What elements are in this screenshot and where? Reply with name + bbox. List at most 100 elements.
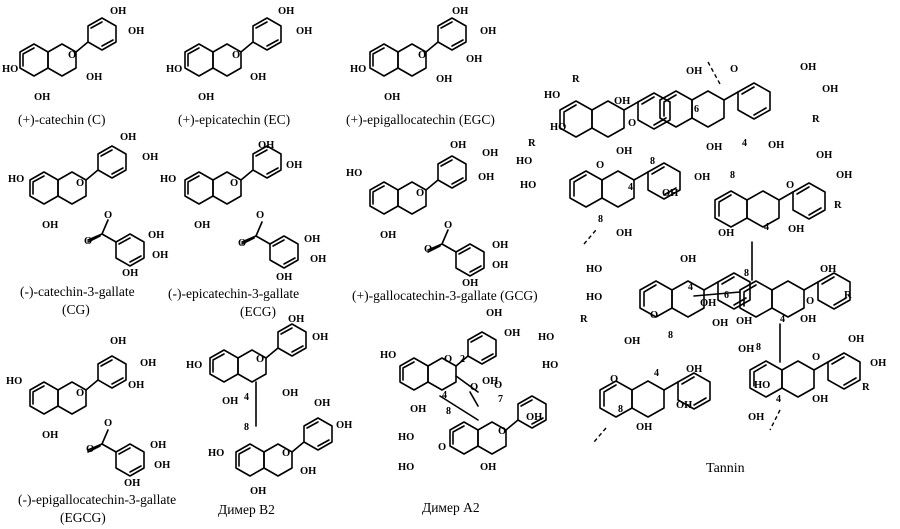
position-4: 4	[764, 222, 769, 233]
atom-o: O	[424, 244, 432, 255]
atom-oh: OH	[768, 140, 784, 151]
atom-o: O	[610, 374, 618, 385]
atom-ho: HO	[186, 360, 202, 371]
caption-cg-line2: (CG)	[62, 302, 90, 317]
atom-oh: OH	[812, 394, 828, 405]
atom-oh: OH	[636, 422, 652, 433]
atom-oh: OH	[410, 404, 426, 415]
atom-o: O	[494, 380, 502, 391]
atom-r: R	[844, 290, 852, 301]
atom-oh: OH	[478, 172, 494, 183]
atom-oh: OH	[526, 412, 542, 423]
atom-oh: OH	[300, 466, 316, 477]
atom-oh: OH	[336, 420, 352, 431]
atom-oh: OH	[788, 224, 804, 235]
position-8: 8	[668, 330, 673, 341]
atom-oh: OH	[462, 278, 478, 289]
atom-oh: OH	[148, 230, 164, 241]
atom-oh: OH	[504, 328, 520, 339]
atom-oh: OH	[694, 172, 710, 183]
atom-oh: OH	[686, 364, 702, 375]
atom-o: O	[444, 220, 452, 231]
atom-oh: OH	[42, 220, 58, 231]
atom-oh: OH	[314, 398, 330, 409]
atom-oh: OH	[436, 74, 452, 85]
atom-oh: OH	[150, 440, 166, 451]
atom-ho: HO	[520, 180, 536, 191]
atom-ho: HO	[166, 64, 182, 75]
atom-oh: OH	[816, 150, 832, 161]
atom-o: O	[650, 310, 658, 321]
position-8: 8	[446, 406, 451, 417]
caption-catechin: (+)-catechin (C)	[18, 112, 105, 127]
atom-oh: OH	[194, 220, 210, 231]
atom-oh: OH	[276, 272, 292, 283]
atom-oh: OH	[122, 268, 138, 279]
atom-oh: OH	[312, 332, 328, 343]
position-8: 8	[744, 268, 749, 279]
atom-o: O	[84, 236, 92, 247]
atom-o: O	[438, 442, 446, 453]
atom-r: R	[812, 114, 820, 125]
atom-oh: OH	[222, 396, 238, 407]
atom-oh: OH	[250, 486, 266, 497]
atom-oh: OH	[486, 308, 502, 319]
atom-oh: OH	[820, 264, 836, 275]
atom-oh: OH	[686, 66, 702, 77]
atom-oh: OH	[870, 358, 886, 369]
atom-o: O	[104, 210, 112, 221]
atom-ho: HO	[160, 174, 176, 185]
atom-r: R	[572, 74, 580, 85]
atom-oh: OH	[706, 142, 722, 153]
atom-o: O	[76, 388, 84, 399]
atom-ho: HO	[542, 360, 558, 371]
atom-oh: OH	[624, 336, 640, 347]
atom-oh: OH	[736, 316, 752, 327]
atom-ho: HO	[586, 292, 602, 303]
atom-oh: OH	[482, 376, 498, 387]
atom-ho: HO	[346, 168, 362, 179]
position-4: 4	[442, 390, 447, 401]
position-6: 6	[724, 290, 729, 301]
atom-oh: OH	[110, 336, 126, 347]
atom-oh: OH	[152, 250, 168, 261]
position-8: 8	[650, 156, 655, 167]
structure-epigallocatechin-3-gallate: OH OH OH HO O O OH O OH OH OH (-)-epigal…	[6, 336, 176, 525]
structure-epicatechin-3-gallate: OH OH HO O O OH O OH OH OH (-)-epicatech…	[160, 140, 326, 319]
position-8: 8	[730, 170, 735, 181]
atom-o: O	[282, 448, 290, 459]
atom-oh: OH	[304, 234, 320, 245]
atom-oh: OH	[662, 188, 678, 199]
atom-oh: OH	[250, 72, 266, 83]
atom-oh: OH	[452, 6, 468, 17]
position-4: 4	[742, 138, 747, 149]
atom-oh: OH	[800, 314, 816, 325]
atom-o: O	[76, 178, 84, 189]
caption-tannin: Tannin	[706, 461, 745, 476]
position-4: 4	[628, 182, 633, 193]
caption-dimer-b2: Димер B2	[218, 502, 275, 517]
atom-o: O	[104, 418, 112, 429]
caption-egcg-line1: (-)-epigallocatechin-3-gallate	[18, 492, 176, 507]
caption-gcg: (+)-gallocatechin-3-gallate (GCG)	[352, 288, 538, 303]
atom-oh: OH	[616, 146, 632, 157]
atom-oh: OH	[480, 462, 496, 473]
atom-oh: OH	[848, 334, 864, 345]
atom-ho: HO	[380, 350, 396, 361]
atom-oh: OH	[492, 240, 508, 251]
atom-oh: OH	[286, 160, 302, 171]
structure-catechin: OH OH HO O OH OH (+)-catechin (C)	[2, 6, 144, 127]
atom-oh: OH	[616, 228, 632, 239]
atom-oh: OH	[738, 344, 754, 355]
atom-oh: OH	[42, 430, 58, 441]
atom-ho: HO	[754, 380, 770, 391]
structure-gallocatechin-3-gallate: OH OH OH HO O O OH O OH OH OH (+)-galloc…	[346, 140, 538, 303]
atom-oh: OH	[258, 140, 274, 151]
position-8: 8	[618, 404, 623, 415]
atom-oh: OH	[450, 140, 466, 151]
atom-oh: OH	[278, 6, 294, 17]
atom-o: O	[730, 64, 738, 75]
atom-ho: HO	[208, 448, 224, 459]
atom-o: O	[418, 50, 426, 61]
